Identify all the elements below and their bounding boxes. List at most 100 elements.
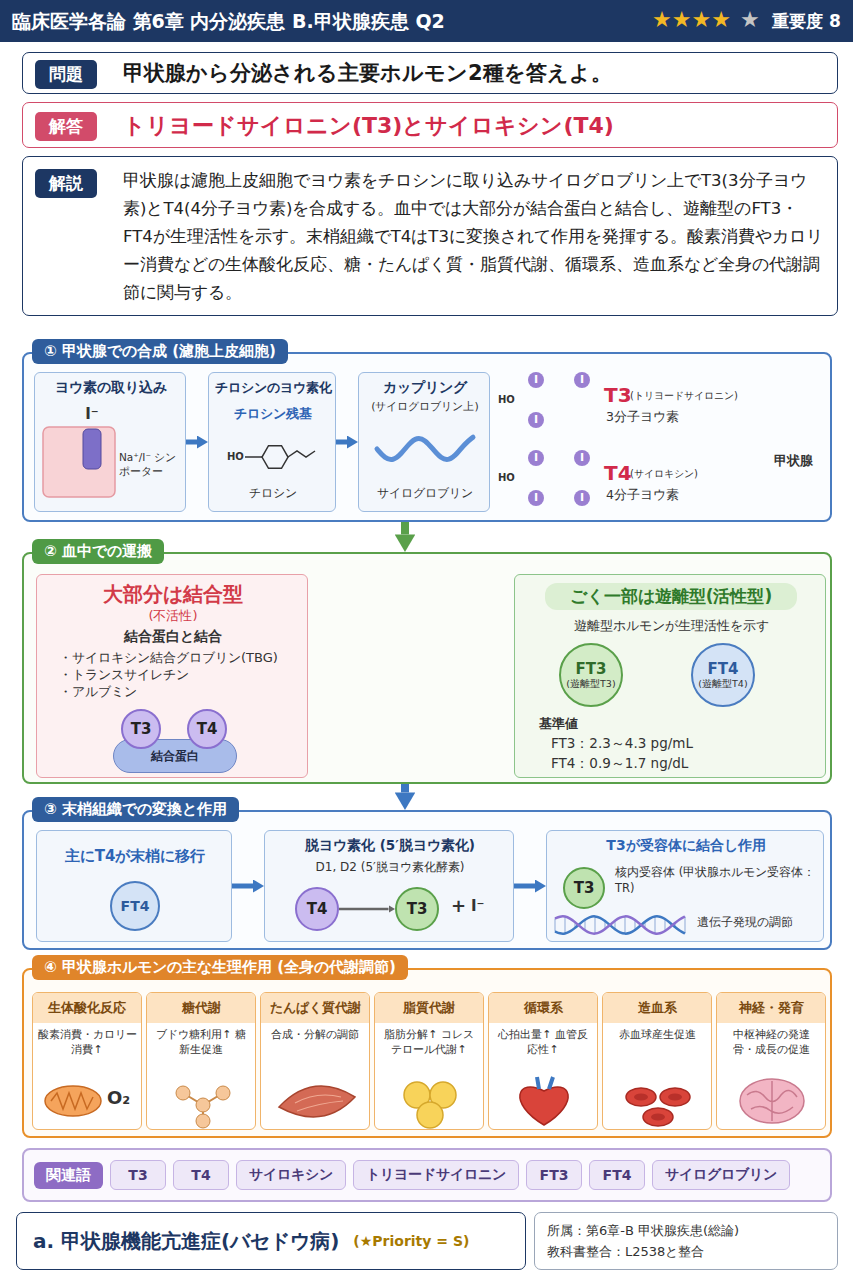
dna-rung bbox=[654, 916, 655, 934]
hormone-circle: T3 bbox=[563, 867, 605, 909]
red-blood-cell-center bbox=[634, 1094, 648, 1101]
effect-card: 脂質代謝脂肪分解↑ コレステロール代謝↑ bbox=[374, 992, 484, 1130]
dna-strand bbox=[555, 916, 685, 933]
node-heading: ヨウ素の取り込み bbox=[35, 379, 187, 397]
step-box: ヨウ素の取り込みI⁻Na⁺/I⁻ シンポーター bbox=[34, 372, 186, 512]
iodine-atom: I bbox=[528, 372, 544, 388]
effect-card: 造血系赤血球産生促進 bbox=[602, 992, 712, 1130]
section-panel: ② 血中での運搬大部分は結合型(不活性)結合蛋白と結合・サイロキシン結合グロブリ… bbox=[22, 552, 832, 784]
node-text: 中枢神経の発達 骨・成長の促進 bbox=[717, 1023, 825, 1063]
term-chip: サイログロブリン bbox=[652, 1160, 790, 1190]
node-heading: 問題 bbox=[35, 60, 97, 89]
node-heading: 大部分は結合型 bbox=[37, 581, 309, 608]
node-text: (サイログロブリン上) bbox=[359, 399, 491, 414]
node-heading: T3 bbox=[407, 900, 428, 918]
header-bar: 臨床医学各論 第6章 内分泌疾患 B.甲状腺疾患 Q2★★★★★重要度 8 bbox=[0, 0, 853, 42]
node-text: (遊離型T4) bbox=[698, 678, 747, 691]
node-heading: FT4 bbox=[121, 898, 150, 914]
hormone-circle: FT4(遊離型T4) bbox=[691, 643, 755, 707]
node-text: ブドウ糖利用↑ 糖新生促進 bbox=[147, 1023, 255, 1063]
symporter-icon bbox=[83, 429, 101, 469]
dna-rung bbox=[684, 917, 685, 934]
effect-card: 生体酸化反応酸素消費・カロリー消費↑ O₂ bbox=[32, 992, 142, 1130]
iodine-atom: I bbox=[574, 490, 590, 506]
link-box: a. 甲状腺機能亢進症(バセドウ病)(★Priority = S) bbox=[16, 1212, 526, 1270]
brain-folds bbox=[747, 1081, 797, 1121]
node-text: 甲状腺から分泌される主要ホルモン2種を答えよ。 bbox=[123, 59, 612, 87]
molecule-atom bbox=[196, 1114, 210, 1128]
term-chip: トリヨードサイロニン bbox=[353, 1160, 519, 1190]
molecule-atom bbox=[216, 1086, 230, 1100]
node-text: FT4：0.9～1.7 ng/dL bbox=[551, 755, 688, 773]
flow-arrow bbox=[401, 784, 409, 792]
node-heading: FT4 bbox=[708, 660, 739, 678]
node-text: 基準値 bbox=[539, 715, 578, 733]
effect-card: 循環系心拍出量↑ 血管反応性↑ bbox=[488, 992, 598, 1130]
mitochondria-icon bbox=[45, 1086, 101, 1116]
node-text: I⁻ bbox=[471, 897, 485, 915]
hormone-circle: T3 bbox=[121, 709, 161, 749]
red-blood-cell-center bbox=[651, 1114, 665, 1121]
heart-vessel bbox=[537, 1077, 553, 1089]
node-text: 核内受容体 (甲状腺ホルモン受容体：TR) bbox=[615, 865, 819, 896]
muscle-icon bbox=[279, 1086, 355, 1117]
red-blood-cell-center bbox=[668, 1094, 682, 1101]
term-chip: FT4 bbox=[589, 1160, 645, 1190]
node-text: 遊離型ホルモンが生理活性を示す bbox=[515, 617, 827, 635]
meta-box: 所属：第6章-B 甲状腺疾患(総論)教科書整合：L2538と整合 bbox=[534, 1212, 838, 1270]
node-heading: 循環系 bbox=[489, 993, 597, 1023]
section-panel: ③ 末梢組織での変換と作用主にT4が末梢に移行FT4脱ヨウ素化 (5′脱ヨウ素化… bbox=[22, 810, 832, 950]
node-heading: ごく一部は遊離型(活性型) bbox=[545, 583, 797, 610]
node-heading: 主にT4が末梢に移行 bbox=[37, 847, 233, 866]
node-text: ・アルブミン bbox=[59, 683, 137, 701]
section-panel: ① 甲状腺での合成 (濾胞上皮細胞)ヨウ素の取り込みI⁻Na⁺/I⁻ シンポータ… bbox=[22, 352, 832, 522]
red-blood-cell bbox=[626, 1088, 656, 1106]
node-heading: FT4 bbox=[603, 1167, 632, 1183]
flow-arrow bbox=[232, 884, 253, 889]
rating-stars: ★★★★ bbox=[652, 7, 731, 32]
node-heading: 解説 bbox=[35, 169, 97, 198]
node-heading: 生体酸化反応 bbox=[33, 993, 141, 1023]
node-heading: T4 bbox=[191, 1167, 210, 1183]
hormone-circle: FT3(遊離型T3) bbox=[559, 643, 623, 707]
term-chip: FT3 bbox=[526, 1160, 582, 1190]
step-box: 主にT4が末梢に移行 FT4 bbox=[36, 830, 232, 942]
hormone-name: T3 bbox=[604, 383, 632, 407]
node-heading: 脂質代謝 bbox=[375, 993, 483, 1023]
free-box: ごく一部は遊離型(活性型) 遊離型ホルモンが生理活性を示す基準値 FT3：2.3～4… bbox=[514, 574, 826, 778]
node-text: + bbox=[451, 895, 466, 916]
node-text: O₂ bbox=[107, 1087, 130, 1108]
node-heading: 神経・発育 bbox=[717, 993, 825, 1023]
question-box: 問題甲状腺から分泌される主要ホルモン2種を答えよ。 bbox=[22, 52, 838, 94]
node-heading: ④ 甲状腺ホルモンの主な生理作用 (全身の代謝調節) bbox=[32, 955, 408, 980]
answer-box: 解答トリヨードサイロニン(T3)とサイロキシン(T4) bbox=[22, 102, 838, 148]
node-text: D1, D2 (5′脱ヨウ素化酵素) bbox=[265, 859, 515, 876]
dna-strand bbox=[555, 916, 685, 933]
node-heading: たんぱく質代謝 bbox=[261, 993, 369, 1023]
hormone-circle: FT4 bbox=[110, 881, 160, 931]
hormone-circle: T3 bbox=[395, 887, 439, 931]
node-heading: T3 bbox=[128, 1167, 147, 1183]
molecule-atom bbox=[176, 1086, 190, 1100]
node-text: 心拍出量↑ 血管反応性↑ bbox=[489, 1023, 597, 1063]
effect-card: 神経・発育中枢神経の発達 骨・成長の促進 bbox=[716, 992, 826, 1130]
node-text: (★Priority = S) bbox=[353, 1233, 469, 1249]
node-text: サイログロブリン bbox=[359, 485, 491, 502]
related-panel: 関連語T3T4サイロキシントリヨードサイロニンFT3FT4サイログロブリン bbox=[22, 1148, 832, 1202]
node-text: FT3：2.3～4.3 pg/mL bbox=[551, 735, 693, 753]
iodine-atom: I bbox=[528, 490, 544, 506]
node-text: チロシン bbox=[209, 485, 337, 502]
flow-arrow bbox=[401, 522, 409, 534]
iodine-count: 3分子ヨウ素 bbox=[606, 409, 679, 426]
node-text: 酸素消費・カロリー消費↑ bbox=[33, 1023, 141, 1063]
dna-rung bbox=[564, 916, 565, 934]
node-heading: サイロキシン bbox=[249, 1166, 333, 1184]
muscle-fibers bbox=[295, 1095, 343, 1111]
node-text: 結合蛋白と結合 bbox=[37, 628, 309, 646]
node-heading: 解答 bbox=[35, 112, 97, 141]
explanation-box: 解説甲状腺は濾胞上皮細胞でヨウ素をチロシンに取り込みサイログロブリン上でT3(3… bbox=[22, 156, 838, 316]
node-heading: T4 bbox=[307, 900, 328, 918]
node-heading: ② 血中での運搬 bbox=[32, 539, 164, 564]
red-blood-cell bbox=[660, 1088, 690, 1106]
